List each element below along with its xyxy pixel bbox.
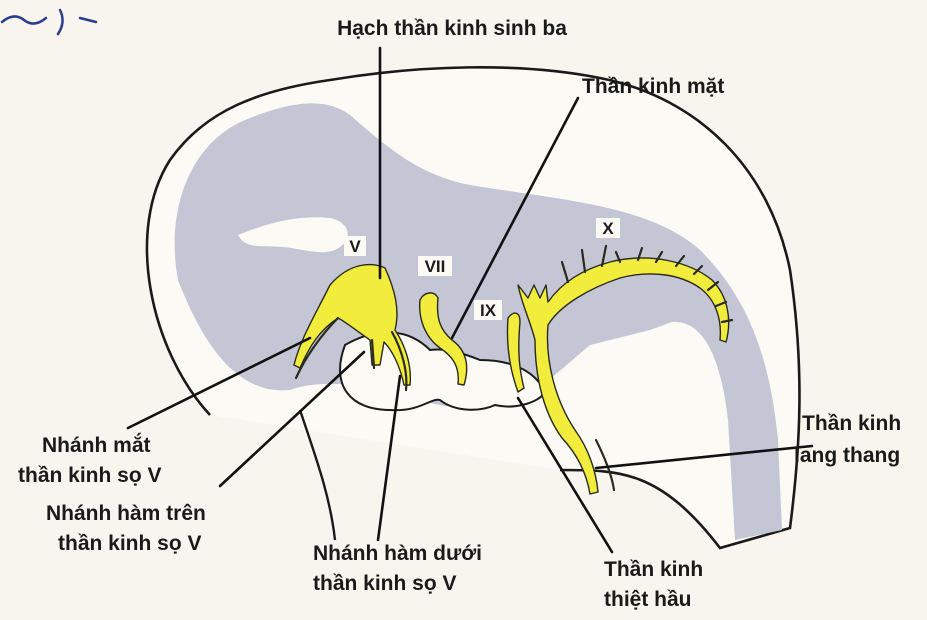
label-maxillary-branch-line1: Nhánh hàm trên — [46, 502, 206, 525]
leader-mandibular-branch — [376, 374, 402, 542]
facial-nerve-shape — [419, 292, 468, 386]
leader-maxillary-branch — [218, 350, 366, 488]
lower-jaw-outline — [298, 409, 337, 541]
numeral-VII: VII — [425, 257, 446, 276]
brain-cavity — [238, 217, 348, 253]
ophthalmic-branch-line — [294, 316, 340, 380]
leader-lines — [126, 46, 814, 554]
label-glossopharyngeal-line1: Thần kinh — [604, 558, 703, 581]
leader-ophthalmic-branch — [126, 336, 312, 430]
label-vagus-nerve-line2: lang thang — [794, 444, 900, 467]
label-ophthalmic-branch-line1: Nhánh mắt — [42, 433, 151, 457]
numeral-tag-X: X — [596, 218, 620, 238]
label-facial-nerve: Thần kinh mặt — [582, 75, 724, 98]
numeral-tag-IX: IX — [474, 300, 502, 320]
vagus-rootlets — [560, 244, 734, 324]
label-maxillary-branch-line2: thần kinh sọ V — [58, 532, 202, 555]
label-trigeminal-ganglion: Hạch thần kinh sinh ba — [337, 17, 567, 40]
leader-facial-nerve — [450, 96, 580, 340]
vagus-nerve-shape — [517, 257, 730, 495]
label-mandibular-branch-line2: thần kinh sọ V — [313, 572, 457, 595]
leader-vagus-nerve — [594, 444, 814, 470]
leader-glossopharyngeal-nerve — [516, 396, 614, 554]
numeral-X: X — [602, 219, 614, 238]
numeral-V: V — [349, 237, 361, 256]
mandibular-branch-line — [390, 330, 408, 392]
numeral-IX: IX — [480, 301, 497, 320]
label-vagus-nerve-line1: Thần kinh — [802, 412, 901, 435]
label-mandibular-branch-line1: Nhánh hàm dưới — [313, 542, 482, 565]
numeral-tag-VII: VII — [418, 256, 452, 276]
handwriting-fragment — [0, 8, 98, 36]
numeral-tag-V: V — [344, 236, 366, 256]
maxillary-branch-line — [370, 338, 376, 370]
label-ophthalmic-branch-line2: thần kinh sọ V — [18, 464, 162, 487]
neural-tube-grey — [174, 103, 783, 540]
label-glossopharyngeal-line2: thiệt hầu — [604, 588, 692, 611]
glossopharyngeal-nerve-shape — [506, 312, 525, 393]
